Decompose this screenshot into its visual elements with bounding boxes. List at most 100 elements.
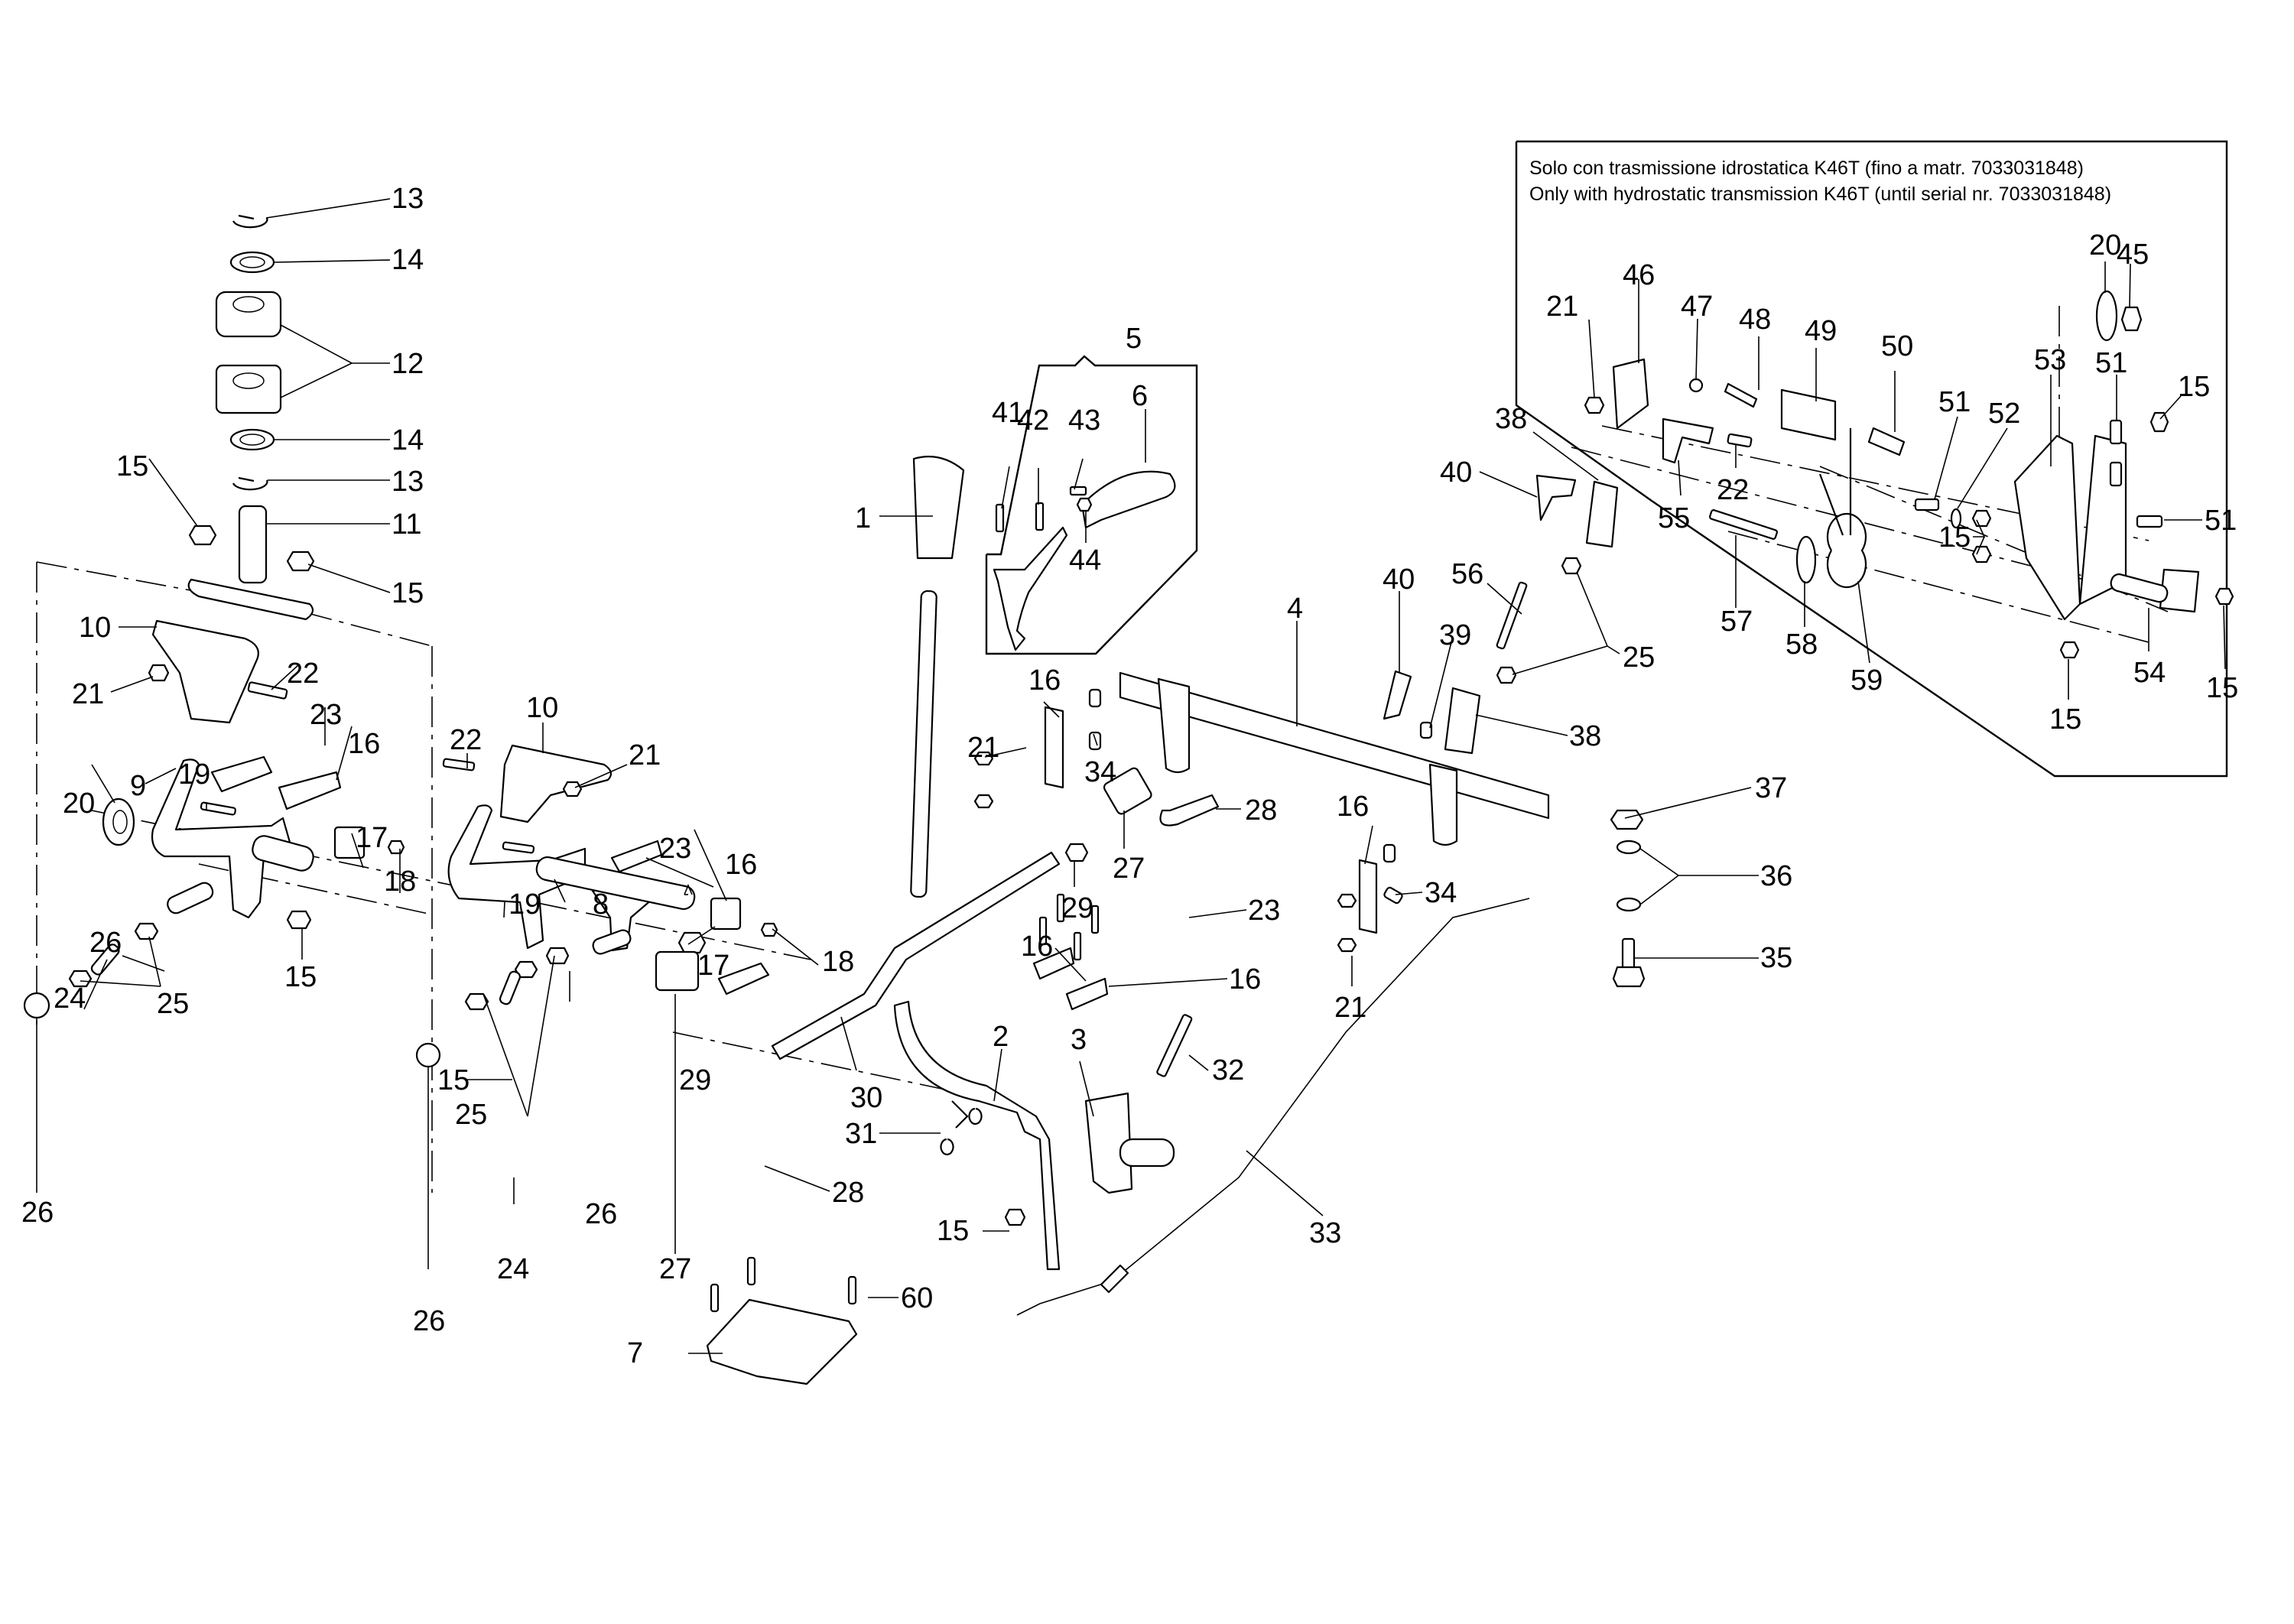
pin-34-b [1088, 731, 1102, 751]
callout-22: 22 [287, 658, 319, 690]
clamp-16-right [610, 840, 663, 873]
circlip-13-bottom [232, 476, 268, 491]
pedal-arm-9 [151, 758, 292, 919]
callout-39: 39 [1439, 619, 1471, 651]
callout-28: 28 [832, 1177, 864, 1209]
bolt-19-right [502, 841, 535, 854]
nut-15-g1 [1971, 509, 1992, 528]
bolt-51-b [2109, 461, 2123, 487]
washer-52 [1950, 508, 1962, 529]
callout-18: 18 [822, 946, 854, 978]
callout-17: 17 [697, 950, 729, 982]
pedal-arm-8 [447, 804, 586, 950]
pin-34-c [1383, 843, 1396, 863]
nut-37 [1610, 809, 1644, 830]
bolt-35-head [1612, 966, 1646, 988]
callout-21: 21 [629, 739, 661, 771]
callout-52: 52 [1988, 398, 2020, 430]
bracket-55 [1662, 417, 1714, 464]
callout-15: 15 [284, 961, 317, 993]
block-17-right [710, 897, 742, 931]
nut-29-b [1064, 843, 1089, 862]
knob-1 [912, 456, 965, 560]
callout-21: 21 [967, 732, 999, 764]
clevis-27-a [655, 950, 700, 992]
washer-58 [1795, 535, 1817, 584]
clip-28-a [717, 962, 770, 996]
clevis-38-a [1585, 480, 1619, 548]
screw-23-c1 [1038, 916, 1048, 946]
nut-18-right [760, 922, 778, 937]
callout-42: 42 [1017, 404, 1049, 437]
callout-18: 18 [384, 866, 416, 898]
bracket-16-d [1358, 859, 1378, 934]
rod-24-b [499, 970, 522, 1005]
callout-28: 28 [1245, 794, 1277, 827]
tube-9 [252, 835, 314, 872]
rod-30 [771, 851, 1061, 1060]
spring-31 [940, 1100, 983, 1156]
callout-labels: 13 14 12 14 13 15 11 15 10 22 21 23 19 1… [21, 183, 2238, 1369]
callout-59: 59 [1850, 664, 1883, 697]
callout-56: 56 [1451, 558, 1483, 590]
nut-25-a [134, 922, 159, 940]
washer-36-a [1616, 840, 1642, 855]
callout-14: 14 [392, 424, 424, 456]
callout-25: 25 [157, 988, 189, 1020]
callout-11: 11 [392, 508, 421, 541]
plate-7 [706, 1298, 858, 1385]
nut-44 [1076, 497, 1093, 512]
lever-2 [893, 1000, 1061, 1271]
pin-56 [1496, 581, 1528, 650]
bolt-22-a [247, 681, 288, 700]
leader-lines [36, 198, 2226, 1354]
callout-12: 12 [392, 348, 424, 380]
callout-4: 4 [1287, 593, 1303, 625]
nut-21-c [973, 751, 994, 766]
pedal-pad-10-right [499, 744, 612, 823]
bolt-32 [1156, 1014, 1193, 1077]
clip-28-b [1159, 794, 1220, 827]
callout-10: 10 [79, 612, 111, 644]
callout-26: 26 [585, 1198, 617, 1230]
callout-15: 15 [2049, 703, 2081, 736]
callout-20: 20 [2089, 229, 2121, 261]
nut-15-e [1004, 1208, 1026, 1226]
pin-54 [2110, 573, 2169, 603]
bolt-51-c [1914, 498, 1940, 512]
bolt-22-c [1727, 433, 1753, 448]
callout-55: 55 [1658, 502, 1690, 534]
nut-15-f [2149, 411, 2169, 433]
callout-7: 7 [627, 1337, 643, 1369]
rod-24-a [90, 944, 120, 976]
callout-60: 60 [901, 1282, 933, 1314]
bolt-35 [1621, 937, 1636, 971]
callout-38: 38 [1495, 403, 1527, 435]
callout-13: 13 [392, 466, 424, 498]
nut-18-left [387, 840, 405, 855]
callout-15: 15 [937, 1215, 969, 1247]
screw-23-c4 [1090, 905, 1100, 934]
clip-40-b [1383, 670, 1412, 720]
callout-3: 3 [1071, 1024, 1087, 1056]
screw-23-c3 [1073, 931, 1082, 961]
clamp-16-e [1032, 947, 1075, 980]
clamp-16-left-b [278, 771, 342, 810]
callout-34: 34 [1425, 877, 1457, 909]
plate-53 [2013, 434, 2081, 621]
bracket-16-c [1044, 706, 1064, 789]
callout-24: 24 [497, 1253, 529, 1285]
arm-4-left [1157, 677, 1191, 774]
clamp-16-f [1065, 977, 1109, 1011]
plate-46 [1612, 358, 1649, 430]
callout-51: 51 [2095, 347, 2127, 379]
lever-5 [993, 526, 1068, 651]
callout-51: 51 [1938, 386, 1971, 418]
spring-33 [1100, 1264, 1129, 1294]
screw-43 [1069, 486, 1087, 496]
callout-38: 38 [1569, 720, 1601, 752]
rivet-60-a [710, 1283, 720, 1313]
nut-45 [2120, 306, 2143, 332]
callout-36: 36 [1760, 860, 1792, 892]
